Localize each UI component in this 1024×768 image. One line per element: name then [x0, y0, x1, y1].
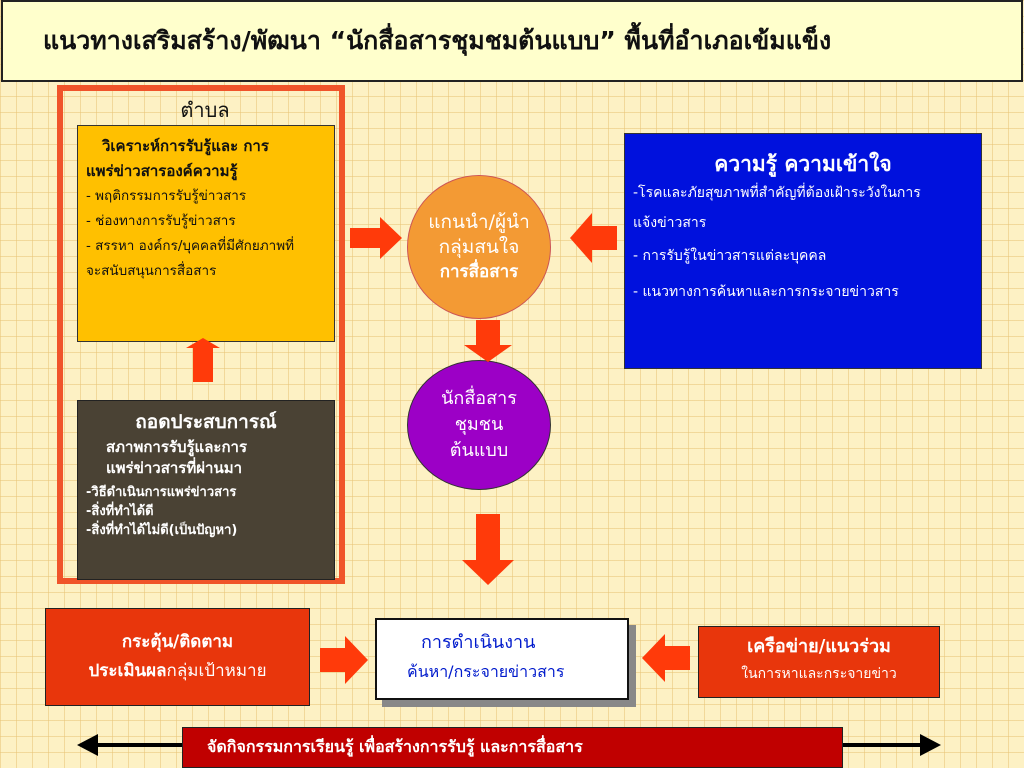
stimulate-line-1: กระตุ้น/ติดตาม	[121, 632, 234, 652]
knowledge-box: ความรู้ ความเข้าใจ -โรคและภัยสุขภาพที่สำ…	[624, 133, 982, 369]
operation-line-2: ค้นหา/กระจายข่าวสาร	[407, 662, 565, 681]
leader-line-2: กลุ่มสนใจ	[438, 235, 520, 258]
network-line-1: เครือข่าย/แนวร่วม	[747, 636, 891, 657]
tambon-label: ตำบล	[180, 98, 230, 122]
communicator-line-1: นักสื่อสาร	[441, 388, 517, 409]
right-arrow	[320, 636, 368, 684]
knowledge-heading: ความรู้ ความเข้าใจ	[714, 152, 892, 176]
leader-line-1: แกนนำ/ผู้นำ	[428, 210, 530, 233]
analysis-item: - ช่องทางการรับรู้ข่าวสาร	[86, 213, 236, 229]
tambon-frame	[57, 85, 345, 584]
analysis-item: - พฤติกรรมการรับรู้ข่าวสาร	[86, 188, 247, 204]
knowledge-item: แจ้งข่าวสาร	[633, 215, 707, 231]
right-arrow	[350, 217, 402, 259]
analysis-heading-1: วิเคราะห์การรับรู้และ การ	[102, 137, 269, 155]
communicator-line-2: ชุมชน	[454, 414, 504, 435]
knowledge-item: -โรคและภัยสุขภาพที่สำคัญที่ต้องเฝ้าระวัง…	[633, 185, 921, 201]
diagram-title: แนวทางเสริมสร้าง/พัฒนา “นักสื่อสารชุมชมต…	[1, 0, 1023, 82]
network-box: เครือข่าย/แนวร่วม ในการหาและกระจายข่าว	[698, 626, 940, 698]
analysis-item: - สรรหา องค์กร/บุคคลที่มีศักยภาพที่	[86, 238, 295, 254]
knowledge-item: - การรับรู้ในข่าวสารแต่ละบุคคล	[633, 248, 827, 264]
experience-subheading-2: แพร่ข่าวสารที่ผ่านมา	[106, 459, 243, 477]
left-arrow	[570, 213, 617, 263]
experience-item: -สิ่งที่ทำได้ไม่ดี(เป็นปัญหา)	[86, 523, 238, 538]
left-arrow	[642, 634, 690, 682]
experience-item: -วิธีดำเนินการแพร่ข่าวสาร	[86, 485, 237, 500]
knowledge-item: - แนวทางการค้นหาและการกระจายข่าวสาร	[633, 284, 899, 300]
arrowhead-right	[920, 734, 941, 756]
analysis-item: จะสนับสนุนการสื่อสาร	[86, 263, 217, 279]
stimulate-line-2-rest: กลุ่มเป้าหมาย	[166, 661, 267, 681]
analysis-box: วิเคราะห์การรับรู้และ การ แพร่ข่าวสารองค…	[77, 125, 335, 342]
analysis-heading-2: แพร่ข่าวสารองค์ความรู้	[86, 162, 238, 180]
arrowhead-left	[77, 734, 98, 756]
operation-box: การดำเนินงาน ค้นหา/กระจายข่าวสาร	[375, 618, 629, 700]
experience-subheading-1: สภาพการรับรู้และการ	[106, 438, 248, 456]
communicator-line-3: ต้นแบบ	[449, 440, 509, 461]
communicator-circle: นักสื่อสาร ชุมชน ต้นแบบ	[407, 360, 551, 490]
activity-banner-front: จัดกิจกรรมการเรียนรู้ เพื่อสร้างการรับรู…	[182, 727, 843, 768]
down-arrow	[462, 514, 514, 585]
leader-line-3: การสื่อสาร	[439, 261, 519, 282]
experience-item: -สิ่งที่ทำได้ดี	[86, 504, 154, 519]
down-arrow	[464, 320, 512, 362]
up-arrow	[186, 338, 220, 382]
operation-line-1: การดำเนินงาน	[421, 632, 536, 653]
experience-heading: ถอดประสบการณ์	[135, 411, 277, 433]
stimulate-box: กระตุ้น/ติดตาม ประเมินผลกลุ่มเป้าหมาย	[45, 608, 310, 706]
leader-circle: แกนนำ/ผู้นำ กลุ่มสนใจ การสื่อสาร	[407, 175, 551, 319]
stimulate-line-2-bold: ประเมินผล	[88, 661, 167, 681]
network-line-2: ในการหาและกระจายข่าว	[741, 666, 897, 682]
experience-box: ถอดประสบการณ์ สภาพการรับรู้และการ แพร่ข่…	[77, 400, 335, 580]
